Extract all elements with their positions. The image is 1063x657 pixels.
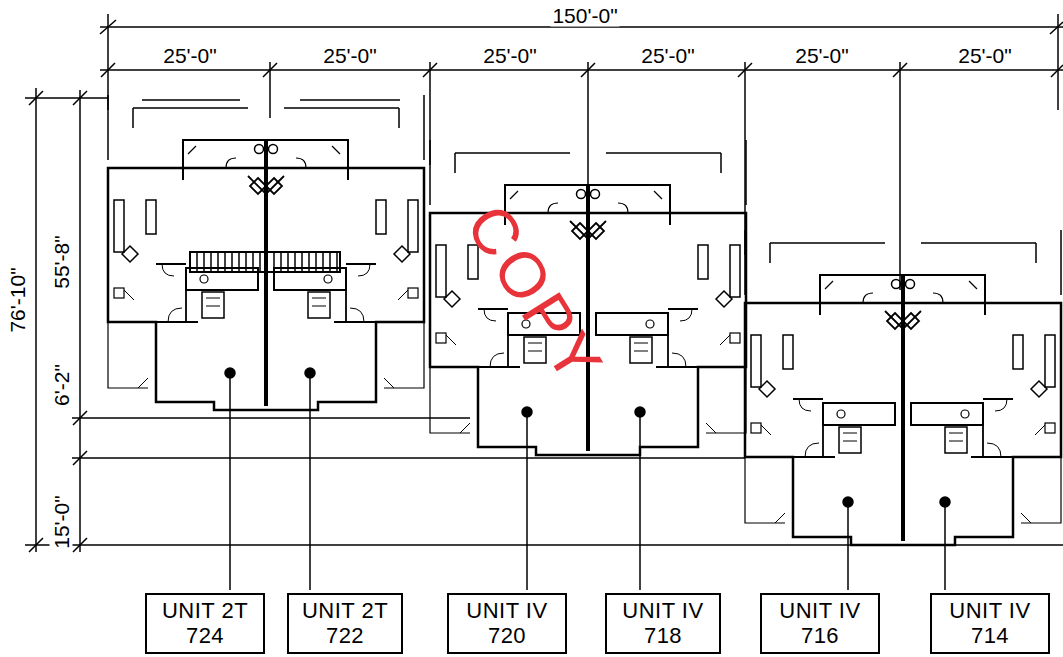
unit-number: 716 (801, 624, 839, 648)
overall-dimension: 150'-0" (550, 4, 619, 27)
unit-label-box: UNIT IV720 (447, 593, 567, 654)
depth-dimension: 6'-2" (50, 362, 73, 408)
unit-type: UNIT IV (466, 599, 547, 623)
bay-dimension: 25'-0" (956, 44, 1014, 67)
bay-dimension: 25'-0" (321, 44, 379, 67)
unit-label-box: UNIT 2T724 (145, 593, 265, 654)
bay-dimension: 25'-0" (639, 44, 697, 67)
unit-label-box: UNIT IV718 (605, 593, 721, 654)
unit-type: UNIT IV (622, 599, 703, 623)
unit-label-box: UNIT 2T722 (287, 593, 403, 654)
unit-number: 720 (488, 624, 526, 648)
unit-type: UNIT IV (779, 599, 860, 623)
unit-type: UNIT IV (949, 599, 1030, 623)
overall-dimension: 76'-10" (6, 265, 29, 334)
unit-number: 718 (644, 624, 682, 648)
unit-number: 724 (186, 624, 224, 648)
watermark: COPY (454, 192, 617, 398)
unit-label-box: UNIT IV714 (930, 593, 1050, 654)
bay-dimension: 25'-0" (793, 44, 851, 67)
depth-dimension: 15'-0" (50, 493, 73, 551)
unit-label-box: UNIT IV716 (760, 593, 880, 654)
unit-type: UNIT 2T (302, 599, 388, 623)
depth-dimension: 55'-8" (50, 233, 73, 291)
bay-dimension: 25'-0" (481, 44, 539, 67)
unit-type: UNIT 2T (162, 599, 248, 623)
bay-dimension: 25'-0" (161, 44, 219, 67)
unit-number: 714 (971, 624, 1009, 648)
unit-number: 722 (326, 624, 364, 648)
